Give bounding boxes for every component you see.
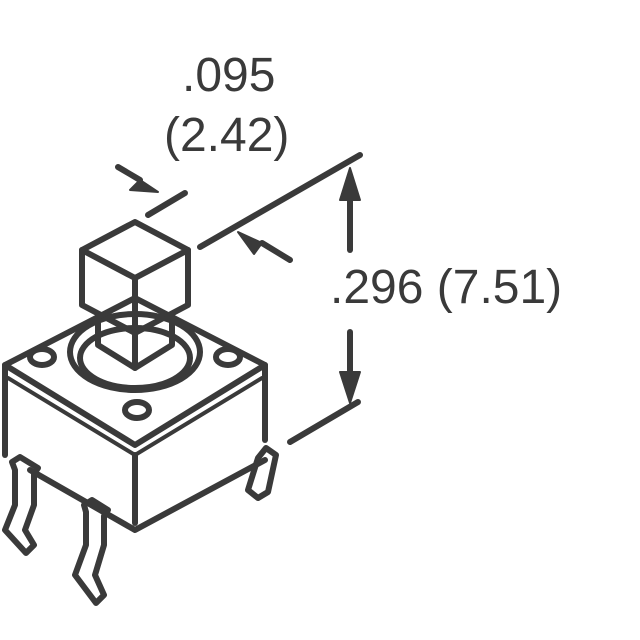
width-dimension-inch: .095 [182,49,276,102]
height-dimension [287,167,361,445]
width-dimension [115,152,363,263]
height-dimension-label: .296 (7.51) [330,261,563,314]
switch-terminals [2,445,279,606]
plunger-collar [67,311,203,393]
width-dimension-mm: (2.42) [164,109,290,162]
switch-body [2,295,268,533]
